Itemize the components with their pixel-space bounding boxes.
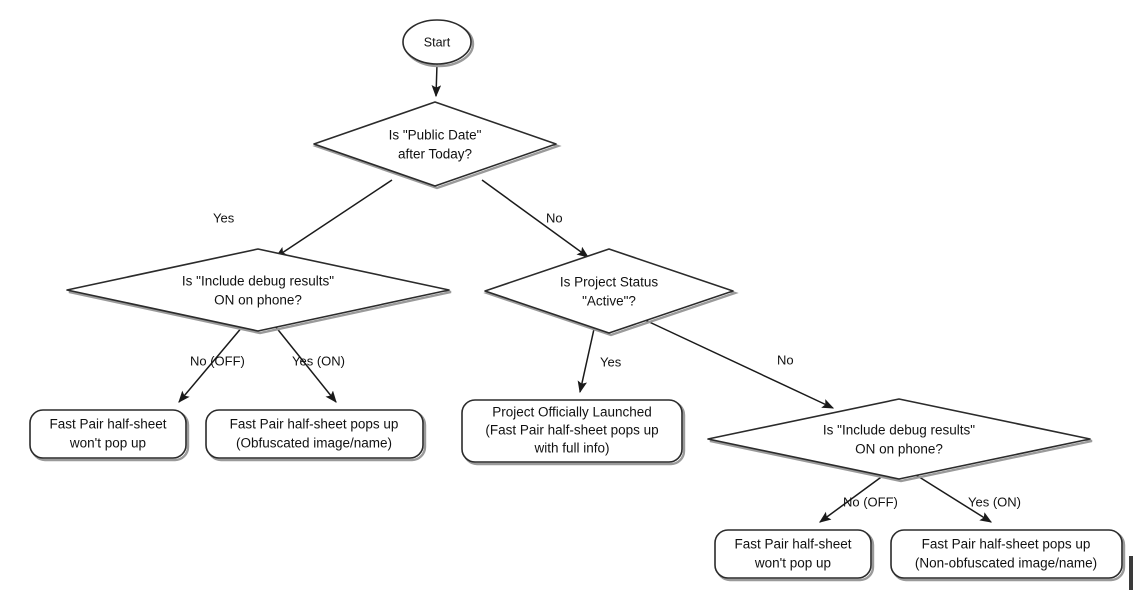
decision-project-status-line1: Is Project Status — [560, 275, 659, 290]
decision-debug-left-diamond — [66, 248, 450, 332]
terminal-launched-line2: (Fast Pair half-sheet pops up — [485, 423, 658, 438]
edge-label-debug-right-yes: Yes (ON) — [968, 494, 1021, 509]
edges-layer — [178, 63, 993, 523]
edge-label-debug-left-no: No (OFF) — [190, 353, 245, 368]
edge-public-date-yes — [275, 179, 393, 258]
edge-project-status-yes — [577, 328, 595, 394]
decision-debug-left-line2: ON on phone? — [214, 293, 302, 308]
edge-label-public-date-yes: Yes — [213, 210, 235, 225]
start-label: Start — [424, 35, 451, 49]
decision-public-date-diamond — [313, 101, 557, 187]
terminal-left-off-line1: Fast Pair half-sheet — [49, 417, 166, 432]
terminal-launched-box — [461, 399, 683, 463]
edge-start-to-public-date — [431, 63, 442, 98]
edge-label-project-status-yes: Yes — [600, 354, 622, 369]
node-decision-public-date[interactable]: Is "Public Date" after Today? — [312, 101, 562, 190]
decision-project-status-diamond — [484, 248, 734, 334]
node-decision-debug-left[interactable]: Is "Include debug results" ON on phone? — [66, 248, 452, 335]
terminal-left-on-line1: Fast Pair half-sheet pops up — [230, 417, 399, 432]
node-decision-debug-right[interactable]: Is "Include debug results" ON on phone? — [707, 398, 1093, 483]
decision-debug-left-line1: Is "Include debug results" — [182, 274, 334, 289]
terminal-launched-line1: Project Officially Launched — [492, 405, 652, 420]
terminal-left-off-line2: won't pop up — [69, 436, 146, 451]
edge-label-debug-right-no: No (OFF) — [843, 494, 898, 509]
node-decision-project-status[interactable]: Is Project Status "Active"? — [483, 248, 739, 337]
start-ellipse — [402, 19, 472, 65]
terminal-launched-line3: with full info) — [533, 441, 609, 456]
edge-debug-left-no — [178, 325, 244, 403]
terminal-right-on-box — [890, 529, 1123, 579]
terminal-right-off-line1: Fast Pair half-sheet — [734, 537, 851, 552]
node-terminal-left-off[interactable]: Fast Pair half-sheet won't pop up — [29, 409, 190, 462]
edge-label-public-date-no: No — [546, 210, 563, 225]
terminal-left-off-box — [29, 409, 187, 459]
edge-public-date-no — [481, 179, 589, 258]
edge-labels-layer: Yes No No (OFF) Yes (ON) Yes No No (OFF)… — [190, 210, 1021, 509]
terminal-right-on-line1: Fast Pair half-sheet pops up — [922, 537, 1091, 552]
terminal-right-off-line2: won't pop up — [754, 556, 831, 571]
edge-label-debug-left-yes: Yes (ON) — [292, 353, 345, 368]
node-terminal-right-off[interactable]: Fast Pair half-sheet won't pop up — [714, 529, 875, 582]
edge-debug-right-no — [819, 474, 885, 523]
edge-label-project-status-no: No — [777, 352, 794, 367]
terminal-right-on-line2: (Non-obfuscated image/name) — [915, 556, 1097, 571]
decision-debug-right-line1: Is "Include debug results" — [823, 423, 975, 438]
terminal-right-off-box — [714, 529, 872, 579]
node-start[interactable]: Start — [402, 19, 475, 68]
decision-public-date-line2: after Today? — [398, 147, 472, 162]
page-edge-artifact — [1129, 556, 1133, 590]
decision-debug-right-line2: ON on phone? — [855, 442, 943, 457]
node-terminal-right-on[interactable]: Fast Pair half-sheet pops up (Non-obfusc… — [890, 529, 1126, 582]
node-terminal-launched[interactable]: Project Officially Launched (Fast Pair h… — [461, 399, 686, 466]
node-terminal-left-on[interactable]: Fast Pair half-sheet pops up (Obfuscated… — [205, 409, 427, 462]
decision-public-date-line1: Is "Public Date" — [389, 128, 482, 143]
decision-debug-right-diamond — [707, 398, 1091, 480]
edge-debug-left-yes — [274, 325, 337, 403]
edge-project-status-no — [644, 319, 835, 409]
terminal-left-on-line2: (Obfuscated image/name) — [236, 436, 392, 451]
terminal-left-on-box — [205, 409, 424, 459]
edge-debug-right-yes — [915, 474, 993, 523]
decision-project-status-line2: "Active"? — [582, 294, 636, 309]
